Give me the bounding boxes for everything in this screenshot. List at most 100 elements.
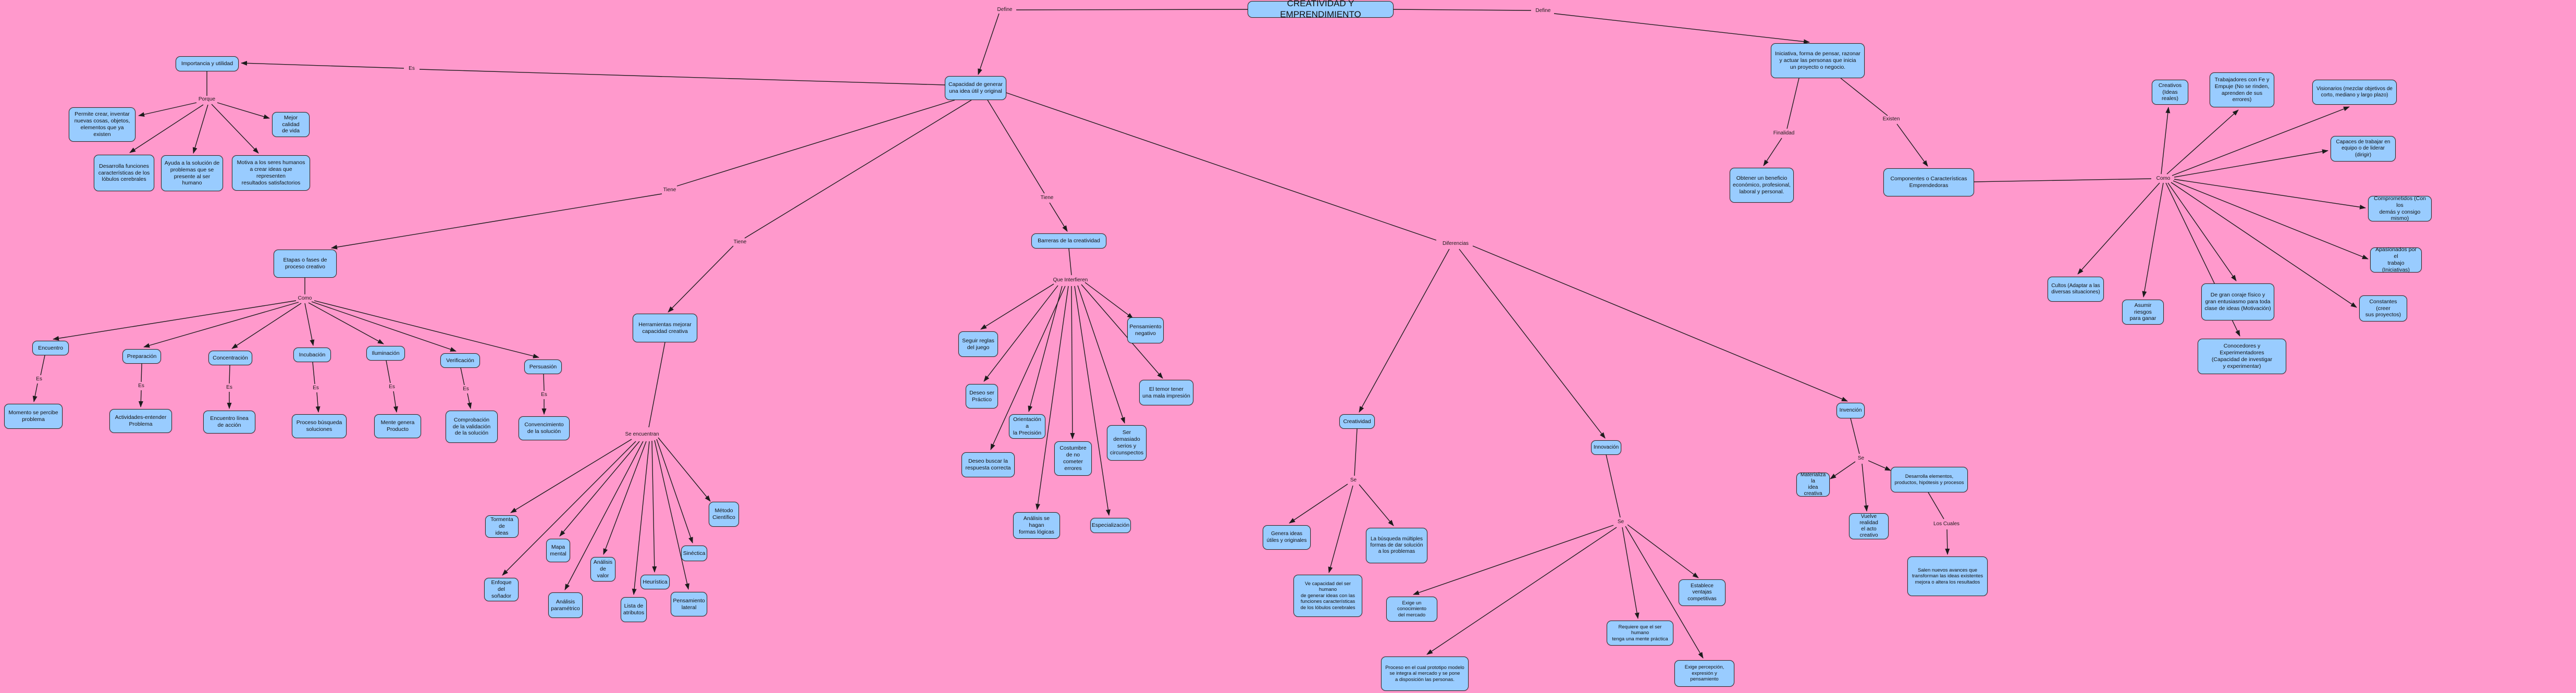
node-barreras[interactable]: Barreras de la creatividad xyxy=(1031,233,1106,249)
node-orientacion[interactable]: Orientación a la Precisión xyxy=(1009,414,1045,439)
link-label-se-encuentran[interactable]: Se encuentran xyxy=(625,431,659,437)
node-creatividad[interactable]: Creatividad xyxy=(1339,414,1375,429)
node-requiere[interactable]: Requiere que el ser humano tenga una men… xyxy=(1607,621,1673,646)
node-materializa[interactable]: Materializa la idea creativa xyxy=(1796,472,1830,497)
node-analisis_par[interactable]: Análisis paramétrico xyxy=(548,592,583,618)
link-label-tiene-herramientas[interactable]: Tiene xyxy=(733,239,747,245)
node-constantes[interactable]: Constantes (creer sus proyectos) xyxy=(2359,295,2407,321)
node-busqueda[interactable]: La búsqueda múltiples formas de dar solu… xyxy=(1366,528,1427,563)
link-label-como-etapas[interactable]: Como xyxy=(298,295,312,301)
node-invencion[interactable]: Invención xyxy=(1837,403,1865,418)
node-momento[interactable]: Momento se percibe problema xyxy=(4,404,63,429)
node-pensamiento_lat[interactable]: Pensamiento lateral xyxy=(671,592,707,616)
node-vuelve[interactable]: Vuelve realidad el acto creativo xyxy=(1849,513,1889,539)
node-desarrolla_elem[interactable]: Desarrolla elementos, productos, hipótes… xyxy=(1891,467,1968,492)
node-preparacion[interactable]: Preparación xyxy=(122,349,161,364)
node-creativos[interactable]: Creativos (Ideas reales) xyxy=(2152,80,2188,105)
node-comprometidos[interactable]: Comprometidos (Con los demás y consigo m… xyxy=(2368,195,2432,221)
link-label-como-componentes[interactable]: Como xyxy=(2156,176,2171,181)
link-label-es-encuentro[interactable]: Es xyxy=(36,376,42,382)
link-label-los-cuales[interactable]: Los Cuales xyxy=(1933,521,1960,527)
node-establece[interactable]: Establece ventajas competitivas xyxy=(1679,579,1725,606)
node-deseo_practico[interactable]: Deseo ser Práctico xyxy=(966,384,998,409)
node-analisis_logicas[interactable]: Análisis se hagan formas lógicas xyxy=(1013,512,1060,539)
node-exige_conocimiento[interactable]: Exige un conocimiento del mercado xyxy=(1386,597,1437,622)
node-innovacion[interactable]: Innovación xyxy=(1591,440,1621,455)
node-ve_capacidad[interactable]: Ve capacidad del ser humano de generar i… xyxy=(1293,575,1362,617)
node-genera[interactable]: Genera ideas útiles y originales xyxy=(1263,525,1311,550)
node-permite[interactable]: Permite crear, inventar nuevas cosas, ob… xyxy=(69,107,135,142)
link-label-tiene-etapas[interactable]: Tiene xyxy=(663,187,676,193)
link-label-es-iluminacion[interactable]: Es xyxy=(389,384,395,390)
node-asumir[interactable]: Asumir riesgos para ganar xyxy=(2122,300,2164,325)
node-componentes[interactable]: Componentes o Características Emprendedo… xyxy=(1883,168,1974,196)
node-iluminacion[interactable]: Iluminación xyxy=(366,346,405,361)
link-label-tiene-barreras[interactable]: Tiene xyxy=(1040,195,1054,201)
node-ayuda[interactable]: Ayuda a la solución de problemas que se … xyxy=(161,155,223,191)
link-label-se-innovacion[interactable]: Se xyxy=(1617,519,1624,525)
node-importancia[interactable]: Importancia y utilidad xyxy=(176,56,239,71)
link-label-se-invencion[interactable]: Se xyxy=(1857,455,1865,461)
node-pensamiento_neg[interactable]: Pensamiento negativo xyxy=(1127,317,1164,343)
link-label-se-creatividad[interactable]: Se xyxy=(1350,477,1357,483)
link-label-define-right[interactable]: Define xyxy=(1535,8,1551,14)
node-encuentro[interactable]: Encuentro xyxy=(32,341,69,355)
node-incubacion[interactable]: Incubación xyxy=(293,348,331,362)
node-etapas[interactable]: Etapas o fases de proceso creativo xyxy=(274,250,337,278)
node-proceso_busqueda[interactable]: Proceso búsqueda soluciones xyxy=(292,414,347,438)
node-enclinea[interactable]: Encuentro línea de acción xyxy=(203,411,255,434)
link-label-es-concentracion[interactable]: Es xyxy=(226,385,232,390)
node-capacidad[interactable]: Capacidad de generar una idea útil y ori… xyxy=(945,76,1006,100)
link-label-finalidad[interactable]: Finalidad xyxy=(1773,130,1795,136)
link-label-porque[interactable]: Porque xyxy=(198,96,216,102)
link-label-es-importancia[interactable]: Es xyxy=(409,66,415,71)
node-sinectica[interactable]: Sinéctica xyxy=(681,546,707,561)
node-exige_percepcion[interactable]: Exige percepción, expresión y pensamient… xyxy=(1674,660,1734,687)
node-persuasion[interactable]: Persuasión xyxy=(524,360,562,374)
node-costumbre[interactable]: Costumbre de no cometer errores xyxy=(1054,441,1092,476)
link-label-es-persuasion[interactable]: Es xyxy=(541,392,547,398)
node-obtener[interactable]: Obtener un beneficio económico, profesio… xyxy=(1730,168,1794,203)
node-salen[interactable]: Salen nuevos avances que transforman las… xyxy=(1907,556,1988,596)
link-label-que-interfieren[interactable]: Que Interfieren xyxy=(1053,277,1088,283)
node-comprobacion[interactable]: Comprobación de la validación de la solu… xyxy=(446,411,498,443)
node-verificacion[interactable]: Verificación xyxy=(440,353,480,368)
link-label-diferencias[interactable]: Diferencias xyxy=(1442,241,1469,246)
link-label-es-incubacion[interactable]: Es xyxy=(313,385,319,391)
node-deseo_buscar[interactable]: Deseo buscar la respuesta correcta xyxy=(962,452,1015,477)
node-actividades[interactable]: Actividades-entender Problema xyxy=(109,409,172,433)
node-metodo[interactable]: Método Científico xyxy=(709,502,739,527)
link-label-define-left[interactable]: Define xyxy=(997,7,1013,13)
node-apasionados[interactable]: Apasionados por el trabajo (Iniciativas) xyxy=(2370,246,2422,273)
node-especializacion[interactable]: Especialización xyxy=(1090,518,1131,533)
node-iniciativa[interactable]: Iniciativa, forma de pensar, razonar y a… xyxy=(1771,43,1865,78)
node-mapa[interactable]: Mapa mental xyxy=(546,539,570,562)
node-cultos[interactable]: Cultos (Adaptar a las diversas situacion… xyxy=(2048,277,2104,302)
node-mejor[interactable]: Mejor calidad de vida xyxy=(272,112,310,137)
link-label-es-preparacion[interactable]: Es xyxy=(138,383,144,389)
node-analisis_valor[interactable]: Análisis de valor xyxy=(590,557,615,581)
node-enfoque[interactable]: Enfoque del soñador xyxy=(484,578,519,601)
node-herramientas[interactable]: Herramientas mejorar capacidad creativa xyxy=(633,314,697,342)
node-capaces[interactable]: Capaces de trabajar en equipo o de lider… xyxy=(2331,136,2396,162)
link-label-existen[interactable]: Existen xyxy=(1882,116,1900,122)
node-ser_demasiado[interactable]: Ser demasiado serios y circunspectos xyxy=(1107,425,1147,461)
node-concentracion[interactable]: Concentración xyxy=(208,351,252,365)
node-proceso_prototipo[interactable]: Proceso en el cual prototipo modelo se i… xyxy=(1381,657,1469,691)
node-conocedores[interactable]: Conocedores y Experimentadores (Capacida… xyxy=(2198,339,2286,374)
node-desarrolla[interactable]: Desarrolla funciones características de … xyxy=(94,155,154,191)
node-mente[interactable]: Mente genera Producto xyxy=(374,414,421,438)
node-heuristica[interactable]: Heurística xyxy=(640,575,670,589)
node-temor[interactable]: El temor tener una mala impresión xyxy=(1139,380,1193,405)
link-label-es-verificacion[interactable]: Es xyxy=(463,386,469,392)
node-trabajadores[interactable]: Trabajadores con Fe y Empuje (No se rind… xyxy=(2210,72,2274,107)
node-convencimiento[interactable]: Convencimiento de la solución xyxy=(519,416,570,440)
node-root[interactable]: CREATIVIDAD Y EMPRENDIMIENTO xyxy=(1248,0,1394,19)
node-coraje[interactable]: De gran coraje físico y gran entusiasmo … xyxy=(2201,283,2274,320)
node-motiva[interactable]: Motiva a los seres humanos a crear ideas… xyxy=(232,155,310,191)
node-seguir[interactable]: Seguir reglas del juego xyxy=(958,331,998,357)
node-lista[interactable]: Lista de atributos xyxy=(621,597,647,622)
node-tormenta[interactable]: Tormenta de ideas xyxy=(485,515,519,538)
node-visionarios[interactable]: Visionarios (mezclar objetivos de corto,… xyxy=(2312,80,2397,105)
